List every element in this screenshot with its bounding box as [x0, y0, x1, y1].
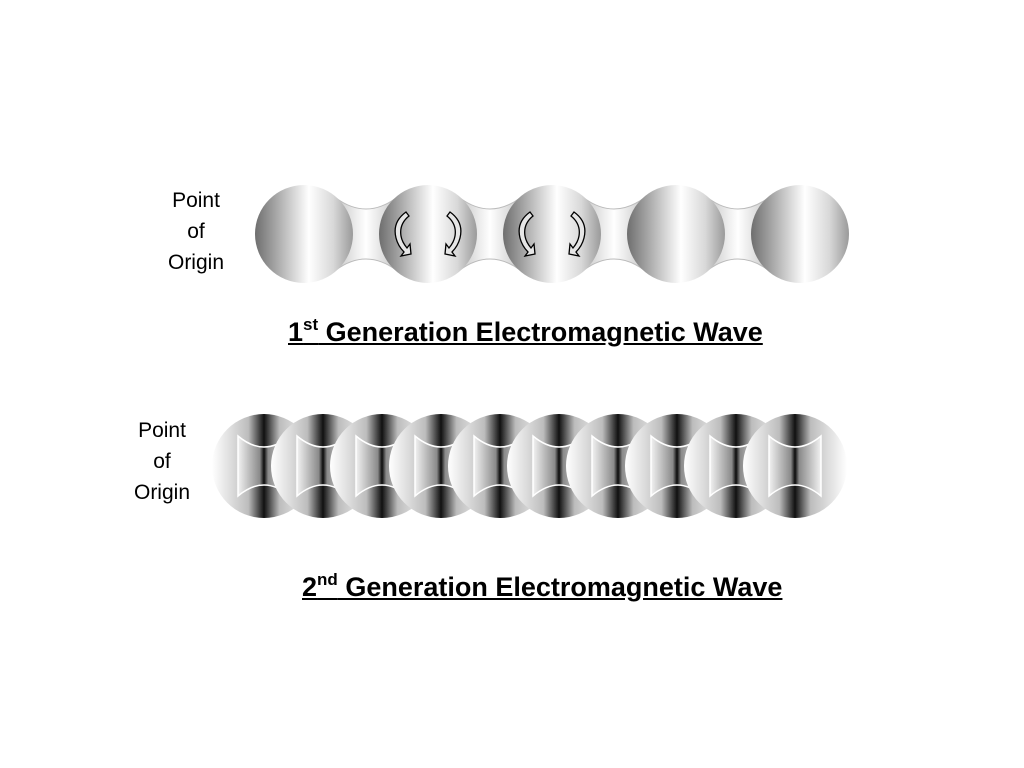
wave2-caption: 2nd Generation Electromagnetic Wave	[302, 570, 783, 603]
origin-label-line: Point	[138, 419, 186, 442]
caption-text: Generation Electromagnetic Wave	[318, 317, 763, 347]
origin-label-line: Origin	[133, 481, 191, 504]
wave-sphere	[627, 185, 725, 283]
curved-arrow-icon	[518, 211, 536, 257]
caption-number: 2	[302, 572, 318, 602]
curved-arrow-icon	[444, 211, 462, 257]
wave-sphere	[379, 185, 477, 283]
caption-ordinal-suffix: st	[303, 315, 319, 334]
origin-label-line: Point	[172, 189, 220, 212]
caption-text: Generation Electromagnetic Wave	[337, 572, 783, 602]
origin-label-line: of	[153, 450, 171, 473]
origin-label-line: Origin	[167, 251, 225, 274]
curved-arrow-icon	[568, 211, 586, 257]
wave2-origin-label: Point of Origin	[126, 415, 198, 508]
wave1-caption: 1st Generation Electromagnetic Wave	[288, 315, 763, 348]
wave-sphere	[751, 185, 849, 283]
wave-sphere	[503, 185, 601, 283]
wave1-origin-label: Point of Origin	[160, 185, 232, 278]
wave-sphere-core	[768, 434, 822, 498]
origin-label-line: of	[187, 220, 205, 243]
wave-sphere	[255, 185, 353, 283]
curved-arrow-icon	[394, 211, 412, 257]
caption-number: 1	[288, 317, 304, 347]
caption-ordinal-suffix: nd	[317, 570, 338, 589]
